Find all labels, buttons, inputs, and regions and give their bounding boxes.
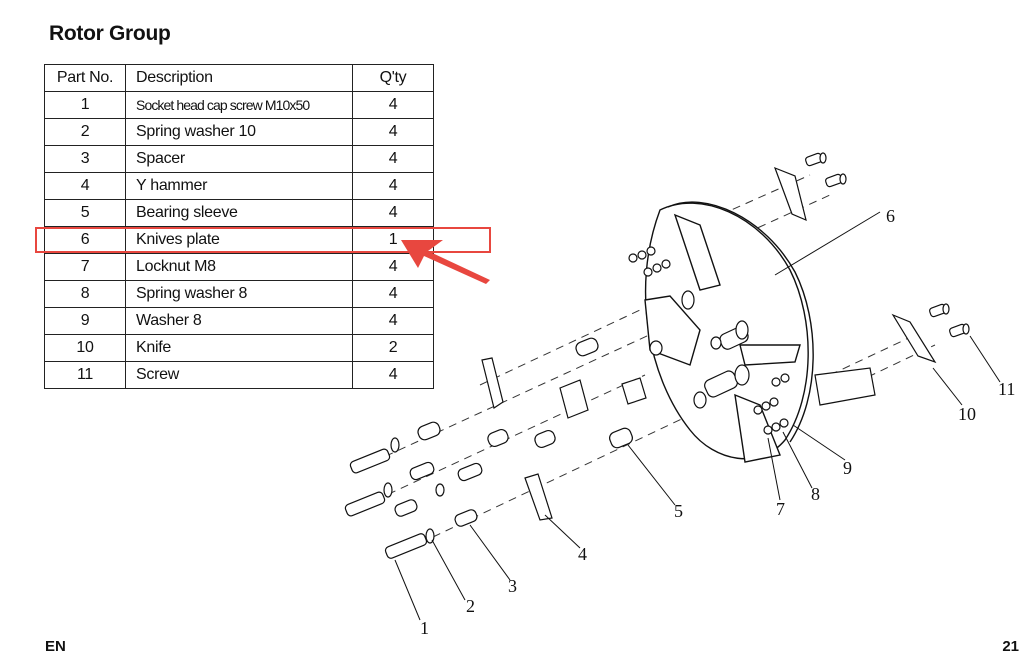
y-hammer-icon xyxy=(481,357,647,521)
qty-cell: 4 xyxy=(352,361,434,389)
knife-top-icon xyxy=(773,152,847,222)
callout-10: 10 xyxy=(958,404,976,424)
language-label: EN xyxy=(45,638,66,655)
table-row: 3 Spacer 4 xyxy=(44,145,434,173)
table-row: 11 Screw 4 xyxy=(44,361,434,389)
part-no-cell: 11 xyxy=(44,361,126,389)
callout-9: 9 xyxy=(843,458,852,478)
part-no-cell: 8 xyxy=(44,280,126,308)
callout-3: 3 xyxy=(508,576,517,596)
page-title: Rotor Group xyxy=(49,22,171,45)
callout-5: 5 xyxy=(674,501,683,521)
callout-7: 7 xyxy=(776,499,785,519)
table-row: 1 Socket head cap screw M10x50 4 xyxy=(44,91,434,119)
description-cell: Spring washer 10 xyxy=(125,118,353,146)
part-no-cell: 3 xyxy=(44,145,126,173)
part-no-cell: 2 xyxy=(44,118,126,146)
part-no-cell: 4 xyxy=(44,172,126,200)
callout-6: 6 xyxy=(886,206,895,226)
highlight-arrow-icon xyxy=(401,240,490,284)
plate-hardware-icon xyxy=(628,246,790,435)
part-no-cell: 6 xyxy=(44,226,126,254)
table-row: 5 Bearing sleeve 4 xyxy=(44,199,434,227)
header-qty: Q'ty xyxy=(352,64,434,92)
callout-8: 8 xyxy=(811,484,820,504)
knife-right-icon xyxy=(891,303,970,364)
callout-2: 2 xyxy=(466,596,475,616)
callout-labels: 1 2 3 4 5 6 7 8 9 10 11 xyxy=(420,206,1015,638)
table-row-highlighted: 6 Knives plate 1 xyxy=(44,226,434,254)
description-cell: Knives plate xyxy=(125,226,353,254)
header-part-no: Part No. xyxy=(44,64,126,92)
table-row: 2 Spring washer 10 4 xyxy=(44,118,434,146)
qty-cell: 4 xyxy=(352,199,434,227)
callout-1: 1 xyxy=(420,618,429,638)
screws-spacers-icon xyxy=(344,337,633,559)
page-number: 21 xyxy=(1002,638,1019,655)
description-cell: Screw xyxy=(125,361,353,389)
description-cell: Spacer xyxy=(125,145,353,173)
leader-lines xyxy=(394,211,1001,621)
description-cell: Socket head cap screw M10x50 xyxy=(125,91,353,119)
table-row: 4 Y hammer 4 xyxy=(44,172,434,200)
header-description: Description xyxy=(125,64,353,92)
callout-11: 11 xyxy=(998,379,1015,399)
callout-4: 4 xyxy=(578,544,587,564)
parts-table: Part No. Description Q'ty 1 Socket head … xyxy=(44,64,434,389)
qty-cell: 2 xyxy=(352,334,434,362)
table-header-row: Part No. Description Q'ty xyxy=(44,64,434,92)
qty-cell: 4 xyxy=(352,91,434,119)
highlight-box xyxy=(35,227,491,253)
qty-cell: 4 xyxy=(352,145,434,173)
shaft-icon xyxy=(814,367,876,406)
